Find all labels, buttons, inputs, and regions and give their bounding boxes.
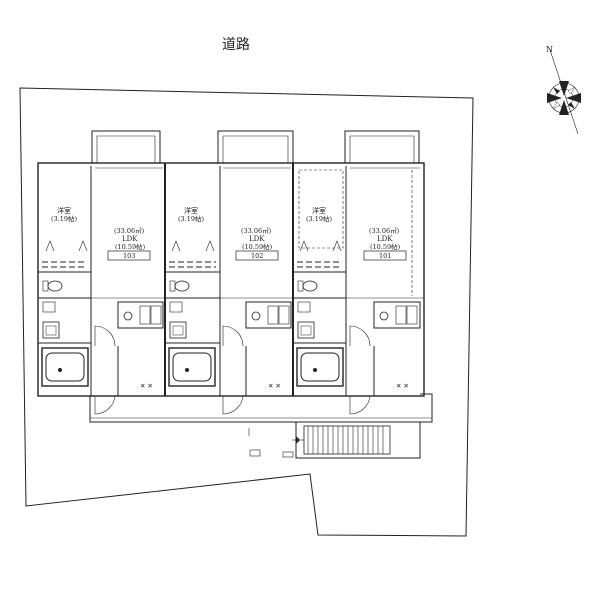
entry-door bbox=[349, 395, 371, 415]
kitchen-counter-icon bbox=[245, 301, 292, 329]
room-number: 101 bbox=[379, 252, 391, 260]
room-number: 103 bbox=[123, 252, 135, 260]
western-room-label: 洋室 bbox=[312, 206, 326, 215]
entry-door bbox=[222, 395, 244, 415]
western-room-size: (3.19帖) bbox=[51, 214, 78, 223]
entry-door bbox=[94, 395, 116, 415]
ldk-label: LDK bbox=[249, 235, 265, 243]
balcony bbox=[344, 130, 420, 163]
ldk-size: (10.59帖) bbox=[115, 242, 146, 251]
ldk-label: LDK bbox=[377, 235, 393, 243]
unit-103: ✕ ✕ 洋室 (3.19帖) (33.06㎡) LDK (10.59帖) 103 bbox=[38, 130, 165, 415]
washbasin-icon bbox=[297, 321, 315, 339]
bathtub-icon bbox=[296, 347, 344, 387]
road-label: 道路 bbox=[222, 37, 250, 53]
svg-text:✕ ✕: ✕ ✕ bbox=[268, 382, 281, 390]
room-number: 102 bbox=[251, 252, 263, 260]
ldk-size: (10.59帖) bbox=[242, 242, 273, 251]
svg-text:✕ ✕: ✕ ✕ bbox=[140, 382, 153, 390]
walkway bbox=[89, 393, 433, 423]
western-room-size: (3.19帖) bbox=[306, 214, 333, 223]
balcony bbox=[91, 130, 161, 163]
toilet-icon bbox=[174, 280, 190, 292]
room-number-box bbox=[107, 250, 151, 261]
compass-north-label: N bbox=[546, 45, 553, 54]
bathtub-icon bbox=[41, 347, 89, 387]
toilet-icon bbox=[47, 280, 63, 292]
room-number-box bbox=[235, 250, 279, 261]
western-room-size: (3.19帖) bbox=[178, 214, 205, 223]
unit-101: ✕ ✕ 洋室 (3.19帖) (33.06㎡) LDK (10.59帖) 101 bbox=[293, 130, 424, 415]
kitchen-counter-icon bbox=[117, 301, 164, 329]
western-room-label: 洋室 bbox=[57, 206, 71, 215]
site-boundary bbox=[19, 87, 474, 537]
ldk-label: LDK bbox=[122, 235, 138, 243]
ldk-area: (33.06㎡) bbox=[114, 226, 145, 235]
bathtub-icon bbox=[168, 347, 216, 387]
staircase bbox=[248, 421, 421, 459]
building-outline bbox=[37, 162, 425, 397]
balcony bbox=[217, 130, 294, 163]
room-number-box bbox=[363, 250, 407, 261]
washbasin-icon bbox=[169, 321, 187, 339]
western-room-label: 洋室 bbox=[184, 206, 198, 215]
washbasin-icon bbox=[42, 321, 60, 339]
ldk-area: (33.06㎡) bbox=[241, 226, 272, 235]
ldk-size: (10.59帖) bbox=[370, 242, 401, 251]
svg-text:✕ ✕: ✕ ✕ bbox=[396, 382, 409, 390]
unit-102: ✕ ✕ 洋室 (3.19帖) (33.06㎡) LDK (10.59帖) 102 bbox=[165, 130, 294, 415]
compass-rose-icon bbox=[547, 49, 581, 135]
toilet-icon bbox=[302, 280, 318, 292]
ldk-area: (33.06㎡) bbox=[369, 226, 400, 235]
kitchen-counter-icon bbox=[373, 301, 421, 329]
